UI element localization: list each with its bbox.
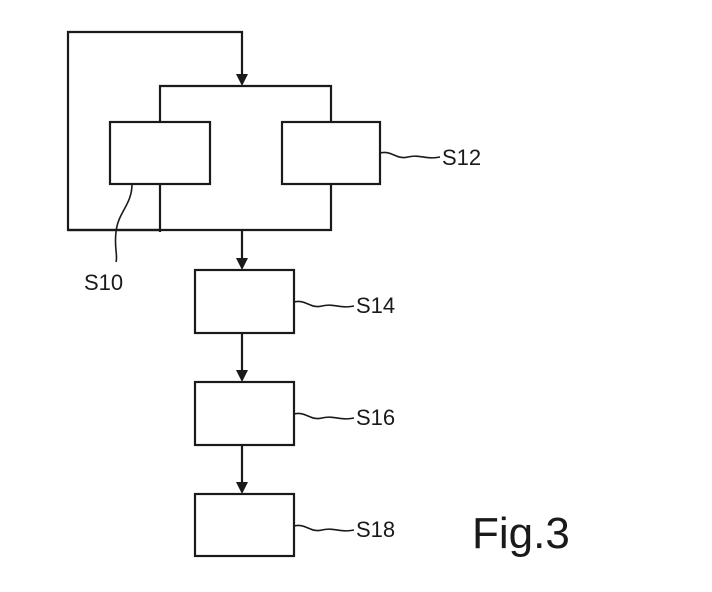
step-box-s16 — [193, 380, 296, 447]
leader-line-s18 — [293, 524, 355, 532]
step-label-s16: S16 — [356, 405, 395, 430]
leader-line-s10 — [114, 183, 133, 263]
step-box-s18 — [193, 492, 296, 558]
figure-label: Fig.3 — [472, 509, 570, 558]
step-label-s14: S14 — [356, 293, 395, 318]
leader-line-s16 — [293, 412, 355, 420]
step-label-s18: S18 — [356, 517, 395, 542]
step-label-s10: S10 — [84, 270, 123, 295]
join-bus-line — [68, 185, 333, 232]
arrowhead-to-s14 — [236, 258, 248, 270]
leader-line-s12 — [379, 151, 441, 159]
step-box-s14 — [193, 268, 296, 335]
arrowhead-to-s16 — [236, 370, 248, 382]
leader-line-s14 — [293, 300, 355, 308]
step-label-s12: S12 — [442, 145, 481, 170]
step-box-s10 — [108, 120, 212, 186]
arrowhead-to-s18 — [236, 482, 248, 494]
arrowhead-into-split — [236, 74, 248, 86]
step-box-s12 — [280, 120, 382, 186]
